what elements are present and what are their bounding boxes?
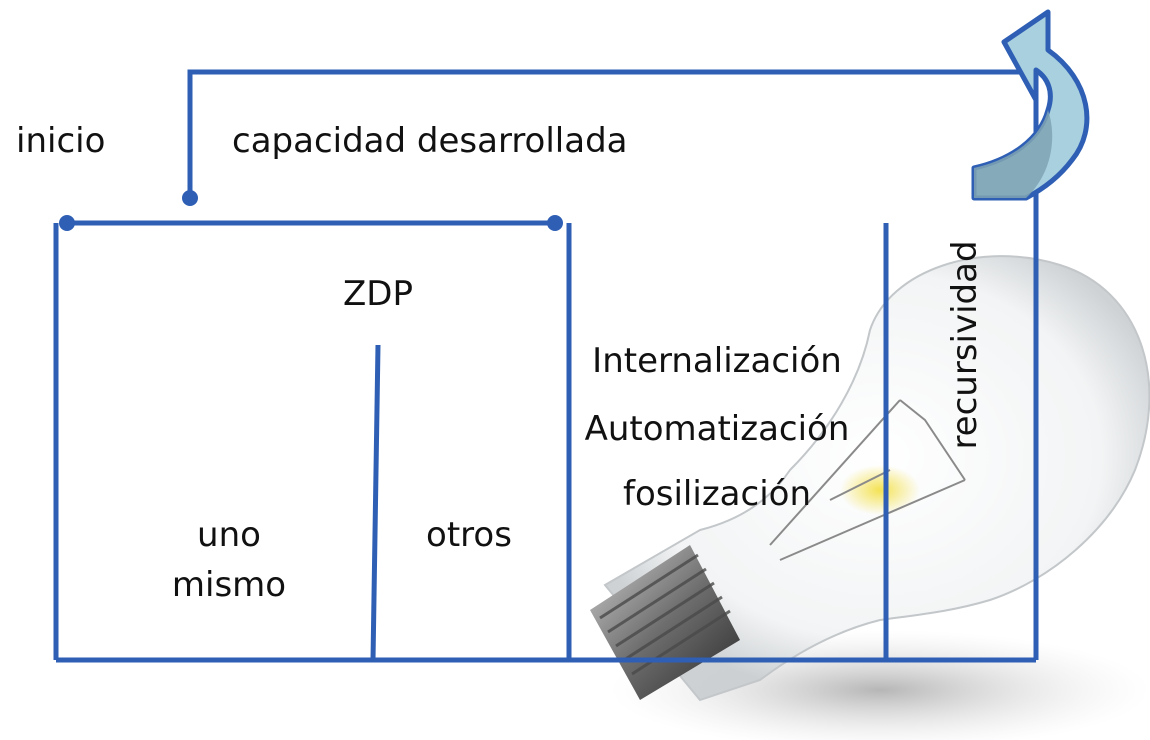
connector-dots (59, 190, 563, 231)
label-automatizacion: Automatización (585, 409, 850, 449)
dot-right (547, 215, 563, 231)
label-otros: otros (426, 515, 512, 555)
label-recursividad: recursividad (945, 240, 985, 449)
dot-bracket (182, 190, 198, 206)
labels: inicio capacidad desarrollada ZDP uno mi… (16, 121, 985, 605)
dot-left (59, 215, 75, 231)
label-fosilizacion: fosilización (623, 474, 811, 514)
label-mismo: mismo (172, 565, 286, 605)
curved-arrow-icon (971, 9, 1090, 201)
label-capacidad-desarrollada: capacidad desarrollada (232, 121, 628, 161)
label-internalizacion: Internalización (592, 341, 842, 381)
label-inicio: inicio (16, 121, 105, 161)
diagram-lines (53, 69, 1039, 663)
label-uno: uno (197, 515, 261, 555)
zdp-divider (370, 344, 381, 661)
capacity-bracket (187, 69, 1036, 198)
label-zdp: ZDP (343, 274, 413, 314)
